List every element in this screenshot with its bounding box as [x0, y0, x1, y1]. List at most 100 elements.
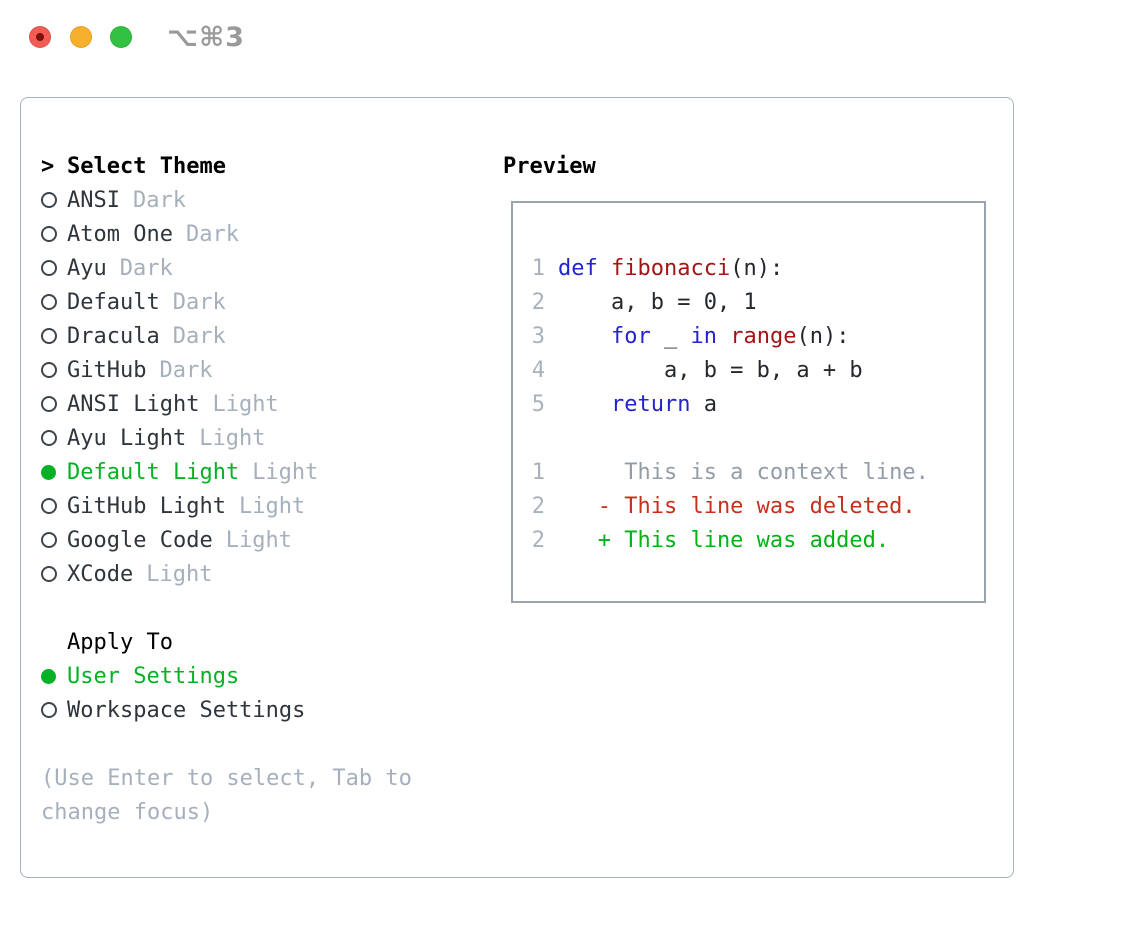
line-number: 4 — [531, 357, 545, 383]
theme-variant: Dark — [172, 289, 226, 315]
theme-item[interactable]: XCode Light — [41, 557, 491, 591]
line-number: 1 — [531, 255, 545, 281]
theme-name: ANSI Light — [67, 391, 200, 417]
line-number: 2 — [531, 527, 545, 553]
code-text: a, b = b, a + b — [558, 357, 863, 383]
radio-icon — [41, 396, 67, 412]
code-text: return a — [610, 391, 717, 417]
theme-item[interactable]: Default Dark — [41, 285, 491, 319]
radio-icon — [41, 294, 67, 310]
cursor-icon: > — [41, 153, 55, 179]
theme-name: XCode — [67, 561, 134, 587]
minimize-button[interactable] — [70, 26, 92, 48]
apply-option[interactable]: User Settings — [41, 659, 491, 693]
preview-title-row: Preview — [503, 149, 1003, 183]
radio-icon — [41, 226, 67, 242]
theme-name: GitHub — [67, 357, 147, 383]
theme-item[interactable]: ANSI Light Light — [41, 387, 491, 421]
theme-item[interactable]: Atom One Dark — [41, 217, 491, 251]
code-line: 1 def fibonacci(n): — [531, 251, 984, 285]
code-line: 2 + This line was added. — [531, 523, 984, 557]
theme-item[interactable]: ANSI Dark — [41, 183, 491, 217]
theme-item[interactable]: Ayu Light Light — [41, 421, 491, 455]
theme-name: Dracula — [67, 323, 160, 349]
radio-icon — [41, 362, 67, 378]
theme-variant: Light — [225, 527, 292, 553]
apply-to-title: Apply To — [67, 629, 173, 655]
theme-name: Ayu — [67, 255, 107, 281]
spacer-row — [41, 727, 491, 761]
radio-icon — [41, 532, 67, 548]
code-text: def fibonacci(n): — [558, 255, 784, 281]
theme-name: Atom One — [67, 221, 173, 247]
selected-radio-icon — [41, 668, 67, 684]
code-line: 2 a, b = 0, 1 — [531, 285, 984, 319]
line-number: 5 — [531, 391, 545, 417]
theme-item[interactable]: Ayu Dark — [41, 251, 491, 285]
radio-icon — [41, 328, 67, 344]
theme-picker-title-row: > Select Theme — [41, 149, 491, 183]
code-text: - This line was deleted. — [558, 493, 916, 519]
radio-icon — [41, 702, 67, 718]
code-line: 5 return a — [531, 387, 984, 421]
code-line: 3 for _ in range(n): — [531, 319, 984, 353]
theme-name: Default Light — [67, 459, 240, 485]
code-line: 4 a, b = b, a + b — [531, 353, 984, 387]
spacer-row — [41, 591, 491, 625]
apply-option-label: Workspace Settings — [67, 697, 306, 723]
window-shortcut-label: ⌥⌘3 — [167, 22, 245, 53]
radio-icon — [41, 498, 67, 514]
close-button[interactable] — [29, 26, 51, 48]
theme-item[interactable]: GitHub Light Light — [41, 489, 491, 523]
theme-variant: Light — [146, 561, 213, 587]
preview-section: Preview — [503, 149, 1003, 183]
code-text: + This line was added. — [558, 527, 890, 553]
theme-item[interactable]: Google Code Light — [41, 523, 491, 557]
code-line: 1 This is a context line. — [531, 455, 984, 489]
help-text: (Use Enter to select, Tab to change focus… — [41, 761, 491, 829]
radio-icon — [41, 566, 67, 582]
line-number: 3 — [531, 323, 545, 349]
theme-name: ANSI — [67, 187, 120, 213]
theme-variant: Dark — [185, 221, 239, 247]
theme-variant: Light — [212, 391, 279, 417]
line-number: 2 — [531, 493, 545, 519]
theme-variant: Light — [252, 459, 319, 485]
theme-variant: Dark — [172, 323, 226, 349]
theme-picker-title: Select Theme — [67, 153, 226, 179]
theme-item[interactable]: Dracula Dark — [41, 319, 491, 353]
code-text: a, b = 0, 1 — [558, 289, 757, 315]
theme-name: Google Code — [67, 527, 213, 553]
zoom-button[interactable] — [110, 26, 132, 48]
theme-name: Default — [67, 289, 160, 315]
theme-item[interactable]: Default Light Light — [41, 455, 491, 489]
theme-name: Ayu Light — [67, 425, 187, 451]
apply-option[interactable]: Workspace Settings — [41, 693, 491, 727]
theme-variant: Dark — [132, 187, 186, 213]
help-text-line: (Use Enter to select, Tab to — [41, 765, 412, 791]
theme-item[interactable]: GitHub Dark — [41, 353, 491, 387]
theme-name: GitHub Light — [67, 493, 226, 519]
radio-icon — [41, 192, 67, 208]
theme-variant: Dark — [119, 255, 173, 281]
theme-variant: Dark — [159, 357, 213, 383]
code-text: This is a context line. — [558, 459, 929, 485]
radio-icon — [41, 430, 67, 446]
line-number: 1 — [531, 459, 545, 485]
apply-to-title-row: Apply To — [41, 625, 491, 659]
help-text-line: change focus) — [41, 799, 214, 825]
code-text: for _ in range(n): — [610, 323, 850, 349]
preview-title: Preview — [503, 153, 596, 179]
theme-variant: Light — [238, 493, 306, 519]
line-number: 2 — [531, 289, 545, 315]
theme-variant: Light — [199, 425, 266, 451]
code-line: 2 - This line was deleted. — [531, 489, 984, 523]
selected-radio-icon — [41, 464, 67, 480]
code-line — [531, 421, 984, 455]
